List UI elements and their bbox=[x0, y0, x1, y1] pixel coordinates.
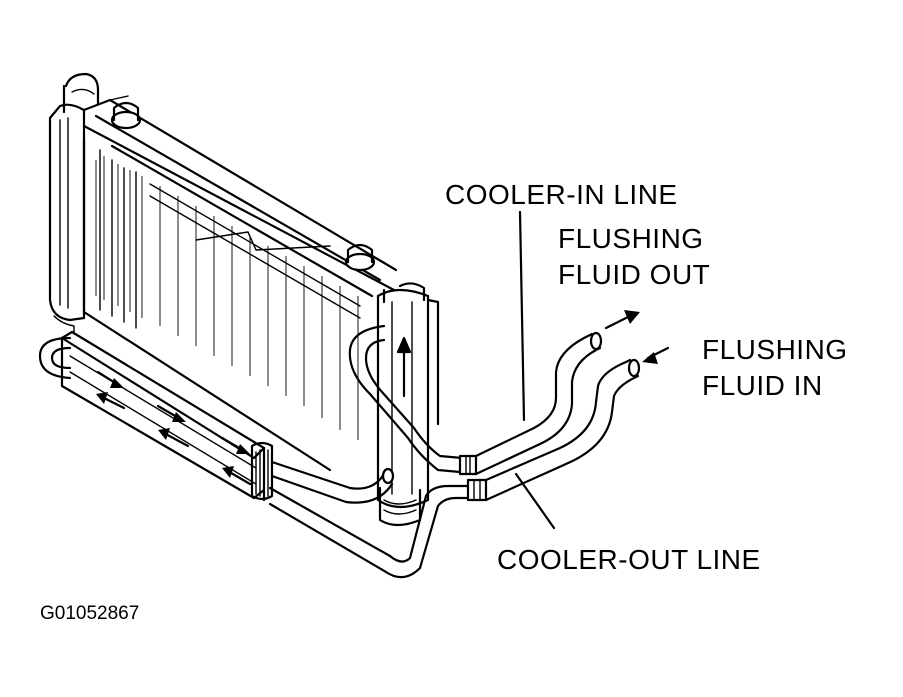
flushing-fluid-in-label-line2: FLUID IN bbox=[702, 370, 823, 401]
leader-cooler-in bbox=[518, 210, 526, 422]
figure-id: G01052867 bbox=[40, 603, 140, 624]
radiator bbox=[48, 72, 440, 527]
leader-cooler-out bbox=[514, 472, 556, 530]
cooler-out-line-label: COOLER-OUT LINE bbox=[497, 544, 761, 575]
flushing-fluid-out-label-line1: FLUSHING bbox=[558, 223, 704, 254]
flushing-fluid-in-label-line1: FLUSHING bbox=[702, 334, 848, 365]
flushing-fluid-out-label-line2: FLUID OUT bbox=[558, 259, 711, 290]
flow-arrow-in bbox=[642, 346, 670, 364]
cooler-lines bbox=[268, 324, 641, 579]
oil-cooler bbox=[38, 315, 274, 502]
cooler-in-line-label: COOLER-IN LINE bbox=[445, 179, 678, 210]
flow-arrow-out bbox=[604, 310, 640, 330]
